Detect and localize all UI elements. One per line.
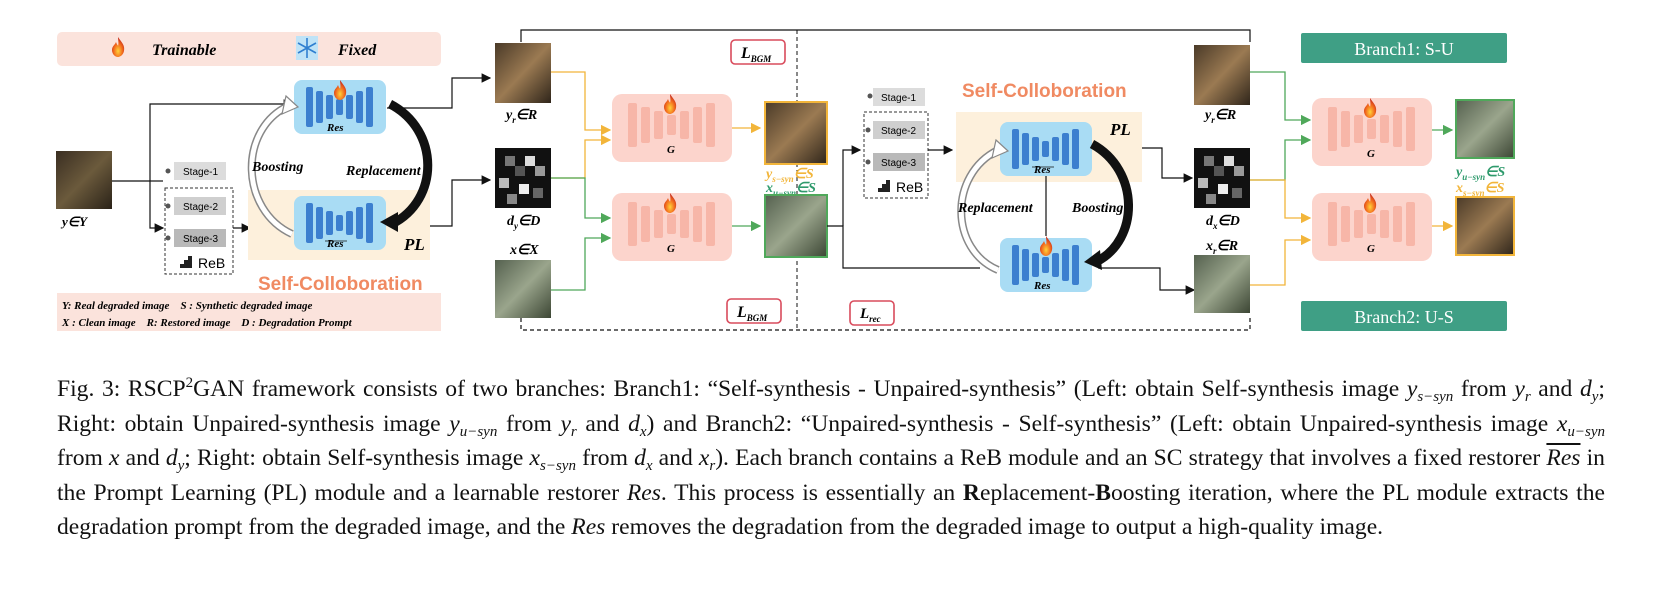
reb-left: ReB — [198, 255, 225, 271]
image-yr-right — [1194, 45, 1250, 105]
res-label-left-bottom: Res — [326, 238, 344, 250]
stage-selector-left: Stage-1 Stage-2 Stage-3 ReB — [164, 162, 234, 275]
stage-1-right: Stage-1 — [881, 93, 916, 104]
reb-right: ReB — [896, 179, 923, 195]
stage-selector-right: Stage-1 Stage-2 Stage-3 ReB — [863, 88, 929, 199]
stage-2-right: Stage-2 — [881, 126, 916, 137]
fixed-snowflake-icon — [295, 35, 319, 61]
g-label-top-left: G — [667, 144, 675, 156]
input-image-y — [56, 151, 112, 209]
label-y-in-Y: y∈Y — [60, 214, 88, 229]
pl-label-right: PL — [1109, 120, 1131, 139]
branch1-badge — [1301, 33, 1507, 63]
output-x-s-syn — [1455, 196, 1515, 256]
label-yr-left: yr∈R — [504, 108, 537, 125]
image-x-clean — [495, 260, 551, 318]
replacement-label-right: Replacement — [957, 201, 1034, 216]
replacement-arrow-left — [387, 100, 433, 229]
svg-text:Lrec: Lrec — [859, 306, 881, 324]
svg-text:LBGM: LBGM — [736, 304, 768, 323]
notes-line2: X : Clean image R: Restored image D : De… — [61, 317, 353, 329]
figure-caption: Fig. 3: RSCP2GAN framework consists of t… — [57, 375, 1605, 541]
g-label-bottom-right: G — [1367, 243, 1375, 255]
self-collab-right: Self-Colloboration — [962, 81, 1127, 102]
loss-bgm-top — [730, 39, 786, 65]
loss-bgm-bottom — [726, 298, 782, 324]
output-y-s-syn — [764, 101, 828, 165]
boosting-label-right: Boosting — [1071, 201, 1123, 216]
bgm-loop-top — [520, 29, 1251, 42]
label-y-s-syn: ys−syn∈S — [764, 167, 814, 184]
pl-label-left: PL — [403, 235, 425, 254]
output-y-u-syn — [1455, 99, 1515, 159]
g-label-bottom-left: G — [667, 243, 675, 255]
image-yr-left — [495, 43, 551, 103]
svg-text:LBGM: LBGM — [740, 45, 772, 64]
legend-trainable: Trainable — [152, 42, 216, 59]
label-dx: dx∈D — [1206, 214, 1240, 231]
res-label-left-top: Res — [326, 122, 344, 134]
replacement-label-left: Replacement — [345, 164, 422, 179]
image-xr-right — [1194, 255, 1250, 313]
prompt-dx — [1194, 148, 1250, 208]
prompt-dy — [495, 148, 551, 208]
label-y-u-syn: yu−syn∈S — [1454, 165, 1505, 182]
legend-box — [57, 32, 441, 66]
res-label-right-top: Res — [1033, 164, 1051, 176]
legend-fixed: Fixed — [337, 42, 377, 59]
branch1-label: Branch1: S-U — [1354, 39, 1453, 59]
branch2-label: Branch2: U-S — [1354, 307, 1453, 327]
label-x-u-syn: xu−syn∈S — [765, 181, 816, 198]
label-dy: dy∈D — [507, 214, 540, 231]
label-x-in-X: x∈X — [509, 243, 539, 258]
stage-3-right: Stage-3 — [881, 158, 916, 169]
self-collab-left: Self-Colloboration — [258, 274, 423, 295]
loss-rec — [849, 300, 895, 326]
boosting-label-left: Boosting — [251, 160, 303, 175]
branch2-badge — [1301, 301, 1507, 331]
label-yr-right: yr∈R — [1203, 108, 1236, 125]
stage-1-left: Stage-1 — [183, 167, 218, 178]
framework-figure: Trainable Fixed y∈Y Stage-1 Stage-2 Stag… — [56, 29, 1515, 331]
notes-line1: Y: Real degraded image S : Synthetic deg… — [62, 300, 313, 312]
notes-box — [57, 293, 441, 331]
stage-2-left: Stage-2 — [183, 202, 218, 213]
output-x-u-syn — [764, 194, 828, 258]
g-label-top-right: G — [1367, 148, 1375, 160]
label-xr-right: xr∈R — [1205, 239, 1238, 256]
res-label-right-bottom: Res — [1033, 280, 1051, 292]
boosting-arrow-right — [1089, 140, 1133, 267]
stage-3-left: Stage-3 — [183, 234, 218, 245]
label-x-s-syn: xs−syn∈S — [1455, 181, 1505, 198]
